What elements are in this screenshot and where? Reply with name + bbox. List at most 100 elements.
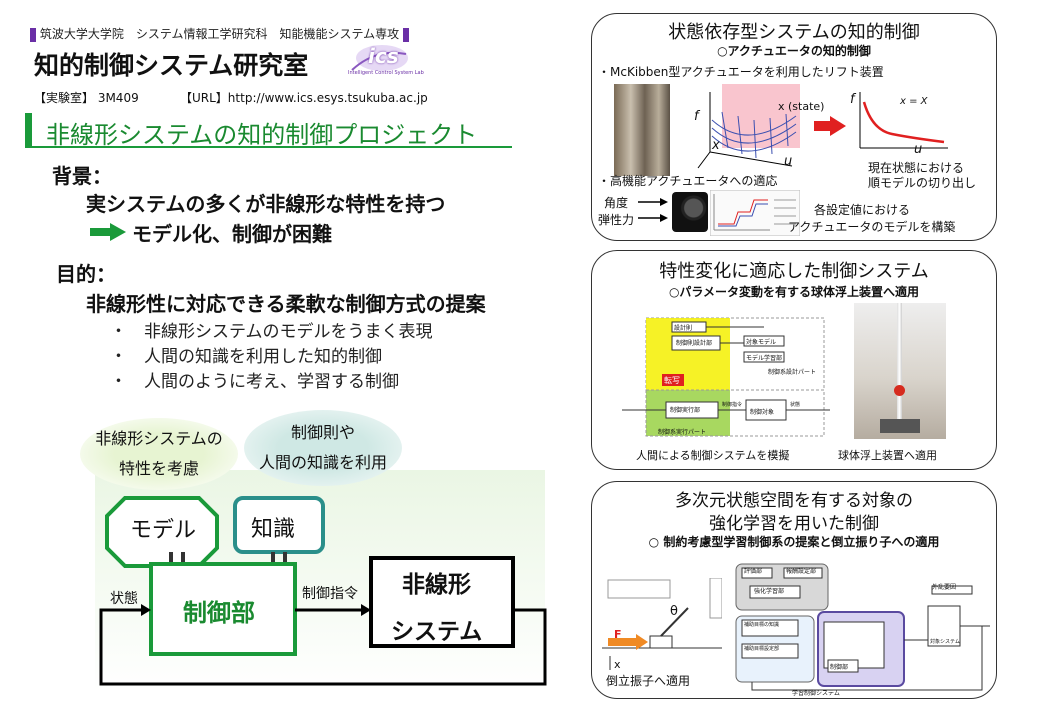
p3-block-label: 対象システム [930, 639, 960, 645]
p3-theta-label: θ [670, 604, 678, 619]
logo-subtext: Intelligent Control System Lab [348, 70, 424, 76]
panel1-title: 状態依存型システムの知的制御 [668, 22, 920, 43]
panel1-curve-u: u [914, 142, 923, 157]
panel1-angle-label: 角度 [604, 196, 629, 210]
lab-logo: ics Intelligent Control System Lab [346, 44, 424, 78]
p2-block-label: 制御実行部 [670, 407, 701, 414]
knowledge-label: 知識 [251, 517, 296, 542]
logo-text: ics [368, 44, 399, 68]
affiliation-text: 筑波大学大学院 システム情報工学研究科 知能機能システム専攻 [39, 27, 400, 41]
oval-nonlinear-characteristics: 非線形システムの特性を考慮 [80, 418, 238, 490]
p2-block-label: 制御系設計パート [768, 369, 817, 376]
logo-graphic [351, 45, 408, 71]
project-title: 非線形システムの知的制御プロジェクト [25, 113, 512, 149]
purpose-item: ・ 人間のように考え、学習する制御 [110, 372, 399, 392]
p2-block-label: 制御対象 [750, 409, 775, 416]
project-title-text: 非線形システムの知的制御プロジェクト [46, 121, 478, 149]
p3-block-label: 報酬設定部 [786, 568, 817, 575]
purpose-heading: 目的： [56, 262, 116, 286]
red-arrow-icon [814, 116, 846, 136]
p3-block-label: 外乱要因 [932, 584, 957, 591]
plant-label-line2: システム [391, 619, 483, 645]
panel1-bullet1: ・McKibben型アクチュエータを利用したリフト装置 [598, 65, 884, 79]
right-arrow-icon [90, 223, 126, 241]
panel3-subtitle: ○ 制約考慮型学習制御系の提案と倒立振り子への適用 [648, 535, 940, 549]
panel1-axis-u: u [784, 154, 793, 169]
panel2-subtitle: ○パラメータ変動を有する球体浮上装置へ適用 [668, 285, 920, 299]
p3-x-label: x [614, 658, 621, 671]
room-label: 【実験室】 3M409 [34, 91, 139, 105]
adaptive-block-diagram [622, 317, 830, 437]
background-line1: 実システムの多くが非線形な特性を持つ [86, 192, 446, 216]
panel1-caption1-line1: 現在状態における [868, 161, 965, 175]
affiliation: 筑波大学大学院 システム情報工学研究科 知能機能システム専攻 [30, 25, 409, 42]
actuator-photo [672, 192, 708, 232]
model-curve-plot [859, 92, 948, 149]
p3-block-label: 補助目標設定部 [744, 646, 780, 652]
lab-name: 知的制御システム研究室 [34, 51, 309, 80]
url-link[interactable]: 【URL】http://www.ics.esys.tsukuba.ac.jp [180, 91, 428, 105]
lift-device-photo [614, 84, 670, 176]
oval2-line1: 制御則や [290, 423, 355, 442]
levitation-photo [854, 303, 946, 439]
panel2-caption-right: 球体浮上装置へ適用 [838, 449, 937, 462]
affiliation-bar-left [30, 27, 36, 42]
panel1-subtitle: ○アクチュエータの知的制御 [717, 44, 871, 58]
panel1-caption2-line1: 各設定値における [814, 203, 911, 217]
p2-signal-state: 状態 [790, 402, 801, 408]
background-heading: 背景： [52, 164, 112, 188]
purpose-main: 非線形性に対応できる柔軟な制御方式の提案 [86, 292, 486, 316]
p2-block-label: 設計則 [674, 325, 693, 332]
panel1-axis-x: x [712, 138, 720, 153]
command-label: 制御指令 [302, 586, 358, 602]
actuator-chart [710, 190, 800, 236]
knowledge-box [233, 496, 325, 554]
p3-block-label: 評価部 [744, 568, 763, 575]
background-line2: モデル化、制御が困難 [132, 222, 332, 246]
panel1-curve-label: x = X [900, 96, 928, 107]
p2-block-label: 転写 [664, 376, 680, 385]
panel1-elastic-label: 弾性力 [598, 213, 635, 227]
panel3-title-line1: 多次元状態空間を有する対象の [675, 491, 913, 511]
model-label: モデル [130, 518, 197, 543]
p3-caption: 倒立振子へ適用 [606, 674, 691, 688]
p2-block-label: モデル学習部 [746, 355, 783, 362]
rl-block-diagram [735, 563, 990, 691]
oval1-line1: 非線形システムの [95, 429, 223, 448]
p2-block-label: 制御則設計部 [676, 340, 713, 347]
panel-state-dependent: 状態依存型システムの知的制御 ○アクチュエータの知的制御 ・McKibben型ア… [591, 13, 997, 241]
p2-signal-command: 制御指令 [722, 402, 743, 408]
controller-label: 制御部 [183, 599, 255, 627]
purpose-item: ・ 人間の知識を利用した知的制御 [110, 347, 382, 367]
controller-box [149, 562, 297, 656]
panel1-caption2-line2: アクチュエータのモデルを構築 [788, 220, 956, 234]
panel1-caption1-line2: 順モデルの切り出し [868, 176, 977, 190]
panel2-caption-left: 人間による制御システムを模擬 [636, 449, 790, 462]
plant-box [369, 556, 515, 648]
purpose-item: ・ 非線形システムのモデルをうまく表現 [110, 322, 433, 342]
panel1-state-label: x (state) [778, 100, 825, 113]
panel2-title: 特性変化に適応した制御システム [659, 261, 929, 282]
panel1-axis-f: f [694, 109, 699, 124]
input-arrows [638, 198, 668, 222]
p3-block-label: 補助目標の知識 [744, 622, 780, 628]
oval2-line2: 人間の知識を利用 [258, 453, 387, 472]
oval-human-knowledge: 制御則や人間の知識を利用 [244, 410, 402, 486]
p3-block-label: 学習制御システム [792, 690, 840, 697]
control-diagram [99, 496, 547, 686]
surface-plot [697, 84, 800, 169]
pendulum-sketch [602, 578, 722, 670]
p2-block-label: 対象モデル [746, 339, 777, 346]
panel1-bullet2: ・高機能アクチュエータへの適応 [598, 174, 778, 188]
state-label: 状態 [110, 591, 138, 607]
p3-block-label: 制御部 [830, 664, 849, 671]
p2-block-label: 制御系実行パート [658, 429, 707, 436]
p3-force-label: F [614, 628, 622, 641]
panel-reinforcement-learning: 多次元状態空間を有する対象の 強化学習を用いた制御 ○ 制約考慮型学習制御系の提… [591, 481, 997, 699]
oval1-line2: 特性を考慮 [118, 459, 199, 478]
panel3-title-line2: 強化学習を用いた制御 [709, 514, 879, 534]
p3-block-label: 強化学習部 [754, 588, 785, 595]
affiliation-bar-right [402, 27, 409, 42]
panel-adaptive-control: 特性変化に適応した制御システム ○パラメータ変動を有する球体浮上装置へ適用 設計… [591, 250, 997, 470]
plant-label-line1: 非線形 [402, 572, 471, 598]
